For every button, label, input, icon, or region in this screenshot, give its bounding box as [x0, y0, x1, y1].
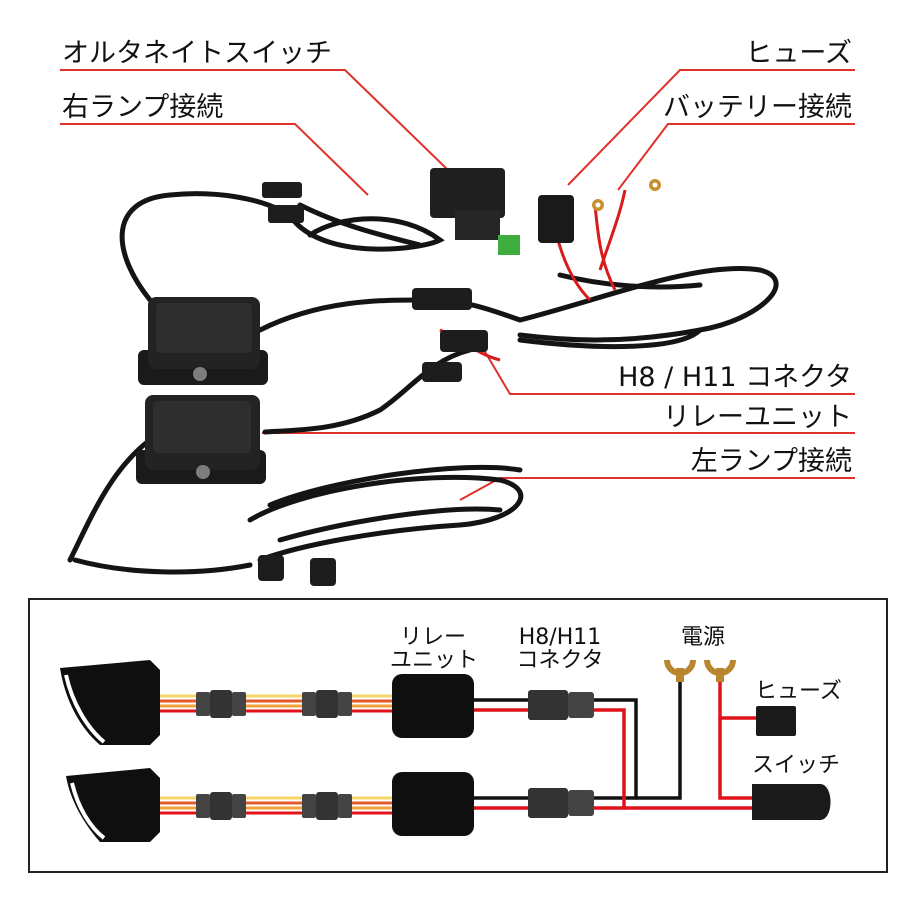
alternate-switch: [430, 168, 520, 255]
leader-alternate-switch: [60, 69, 449, 171]
relay-output-wires: [474, 698, 528, 810]
diagram-label-relay: リレーユニット: [390, 625, 479, 674]
relay-box-bottom: [392, 772, 474, 836]
label-fuse: ヒューズ: [745, 38, 852, 69]
lamp-wires-top: [160, 694, 392, 713]
label-relay-unit: リレーユニット: [663, 402, 852, 433]
leader-connector: [477, 339, 855, 395]
lamp-right-icon: [60, 660, 160, 745]
leader-right-lamp: [60, 123, 369, 196]
lamp-left-icon: [66, 768, 160, 842]
label-right-lamp: 右ランプ接続: [62, 92, 224, 123]
h8-h11-connectors: [528, 690, 594, 818]
relay-unit-bottom: [136, 395, 266, 484]
leader-fuse: [567, 69, 855, 186]
label-connector: H8 / H11 コネクタ: [618, 362, 852, 393]
relay-box-top: [392, 674, 474, 738]
leader-battery: [617, 123, 855, 191]
switch-box: [752, 784, 831, 820]
fuse-box: [756, 706, 796, 736]
ring-terminals: [592, 179, 661, 211]
connectors: [258, 182, 488, 586]
label-left-lamp: 左ランプ接続: [690, 446, 852, 477]
label-alternate-switch: オルタネイトスイッチ: [62, 38, 332, 69]
wiring-harness-photo: [60, 69, 855, 586]
relay-unit-top: [138, 297, 268, 385]
fuse-holder: [538, 195, 574, 243]
label-battery: バッテリー接続: [663, 92, 852, 123]
diagram-label-power: 電源: [680, 625, 725, 650]
diagram-label-fuse: ヒューズ: [755, 679, 842, 704]
lamp-wires-bottom: [160, 796, 392, 815]
diagram-label-switch: スイッチ: [752, 753, 841, 778]
lamp-connectors: [196, 690, 352, 820]
leader-lines: [60, 69, 855, 501]
cables: [67, 191, 779, 575]
power-terminals: [664, 659, 736, 682]
